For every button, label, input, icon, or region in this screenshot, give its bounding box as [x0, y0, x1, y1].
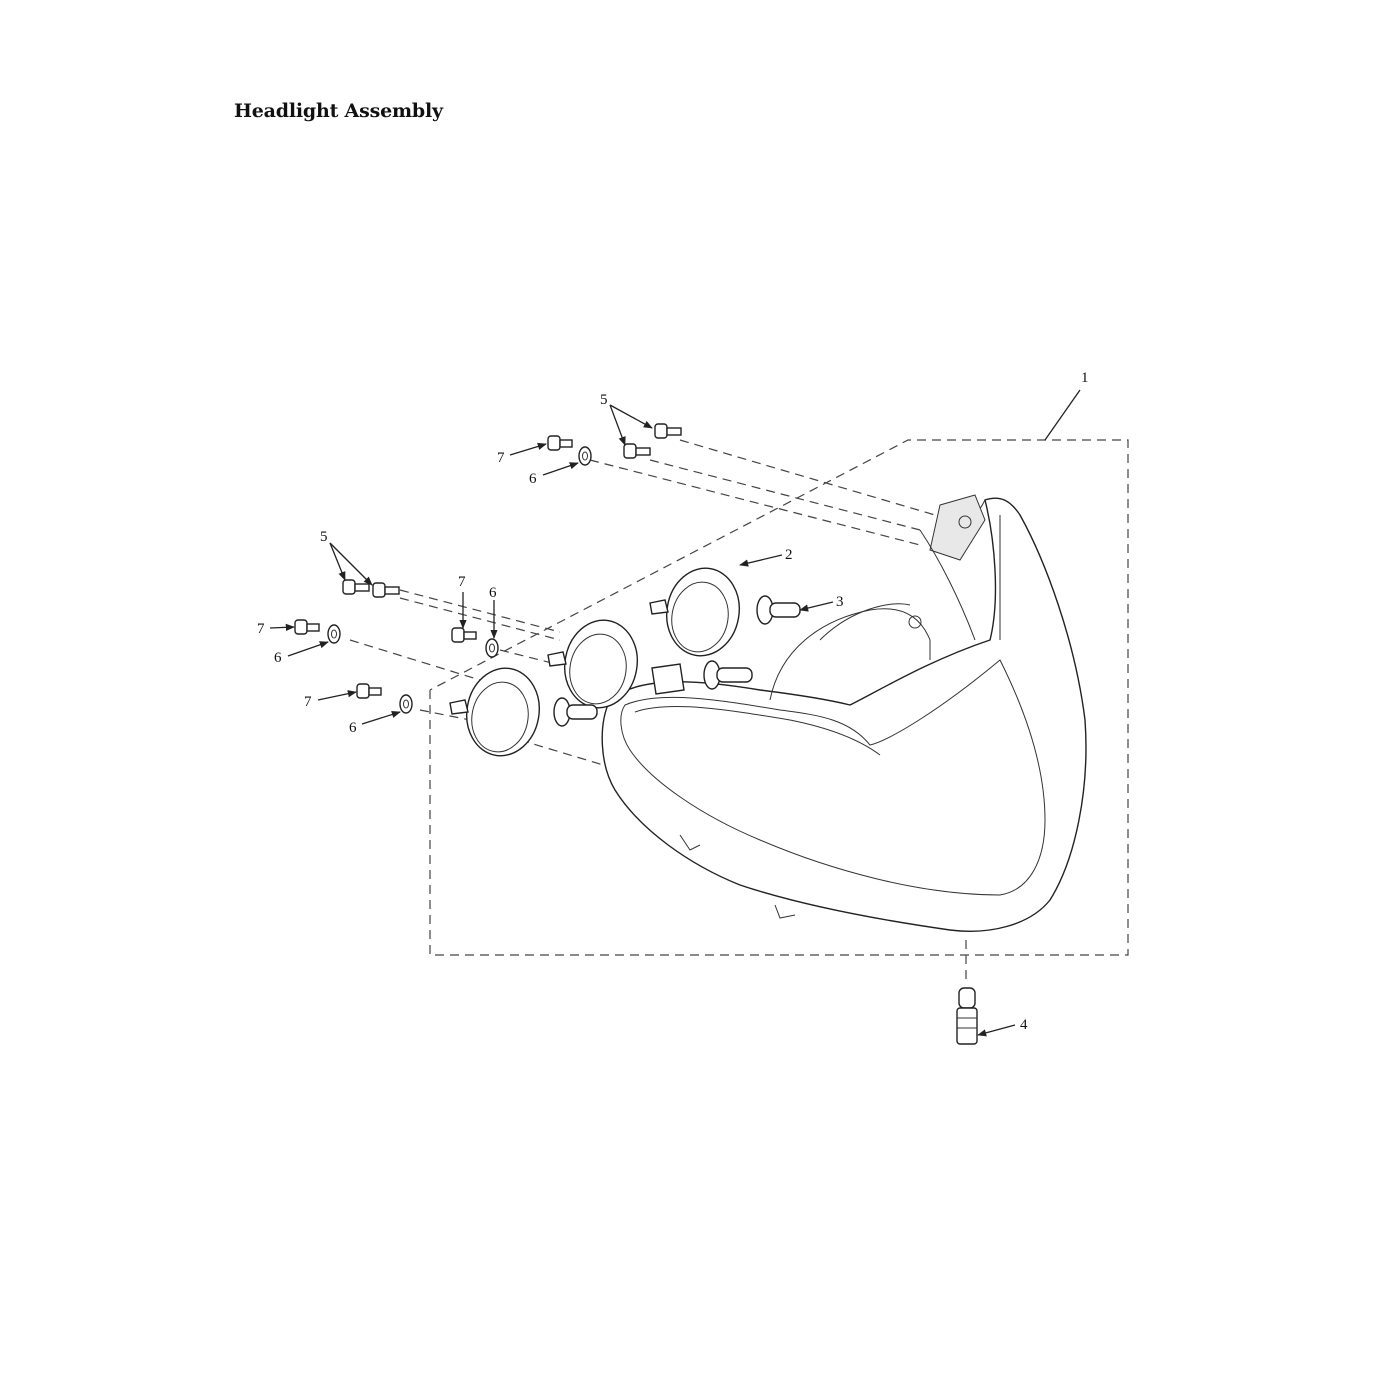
screw-7-top [547, 435, 573, 451]
callout-5-top: 5 [600, 392, 608, 408]
callout-4: 4 [1020, 1017, 1028, 1033]
washer-6-top [578, 446, 592, 466]
screw-7-lower [356, 683, 382, 699]
alignment-lines [349, 439, 967, 985]
washers [327, 446, 592, 714]
screw-5-mid-a [342, 579, 370, 595]
screw-5-top-left [623, 443, 651, 459]
callout-6-center: 6 [489, 585, 497, 601]
callout-6-lower: 6 [349, 720, 357, 736]
screw-5-top-right [654, 423, 682, 439]
screw-5-mid-b [372, 582, 400, 598]
screws [294, 423, 682, 699]
sidelight-bulb [956, 987, 978, 1045]
callout-3: 3 [836, 594, 844, 610]
callout-2: 2 [785, 547, 793, 563]
screw-7-left [294, 619, 320, 635]
screw-7-center [451, 627, 477, 643]
assembly-boundary [429, 439, 1129, 956]
leader-lines [269, 389, 1081, 1037]
washer-6-lower [399, 694, 413, 714]
washer-6-center [485, 638, 499, 658]
callout-5-mid: 5 [320, 529, 328, 545]
bulb-upper [756, 595, 801, 625]
bulb-cover-middle [547, 619, 638, 709]
callout-1: 1 [1081, 370, 1089, 386]
callout-7-left: 7 [257, 621, 265, 637]
headlight-housing [601, 494, 1087, 932]
washer-6-left [327, 624, 341, 644]
bulb-middle [651, 660, 753, 695]
bulb-lower [553, 697, 598, 727]
diagram-title: Headlight Assembly [234, 100, 443, 122]
callout-labels: 1 2 3 4 5 5 6 6 6 6 7 7 7 7 [257, 370, 1089, 1033]
callout-7-top: 7 [497, 450, 505, 466]
callout-7-lower: 7 [304, 694, 312, 710]
callout-6-left: 6 [274, 650, 282, 666]
callout-7-center: 7 [458, 574, 466, 590]
bulb-cover-upper [649, 567, 740, 657]
bulb-cover-lower [449, 667, 540, 757]
callout-6-top: 6 [529, 471, 537, 487]
